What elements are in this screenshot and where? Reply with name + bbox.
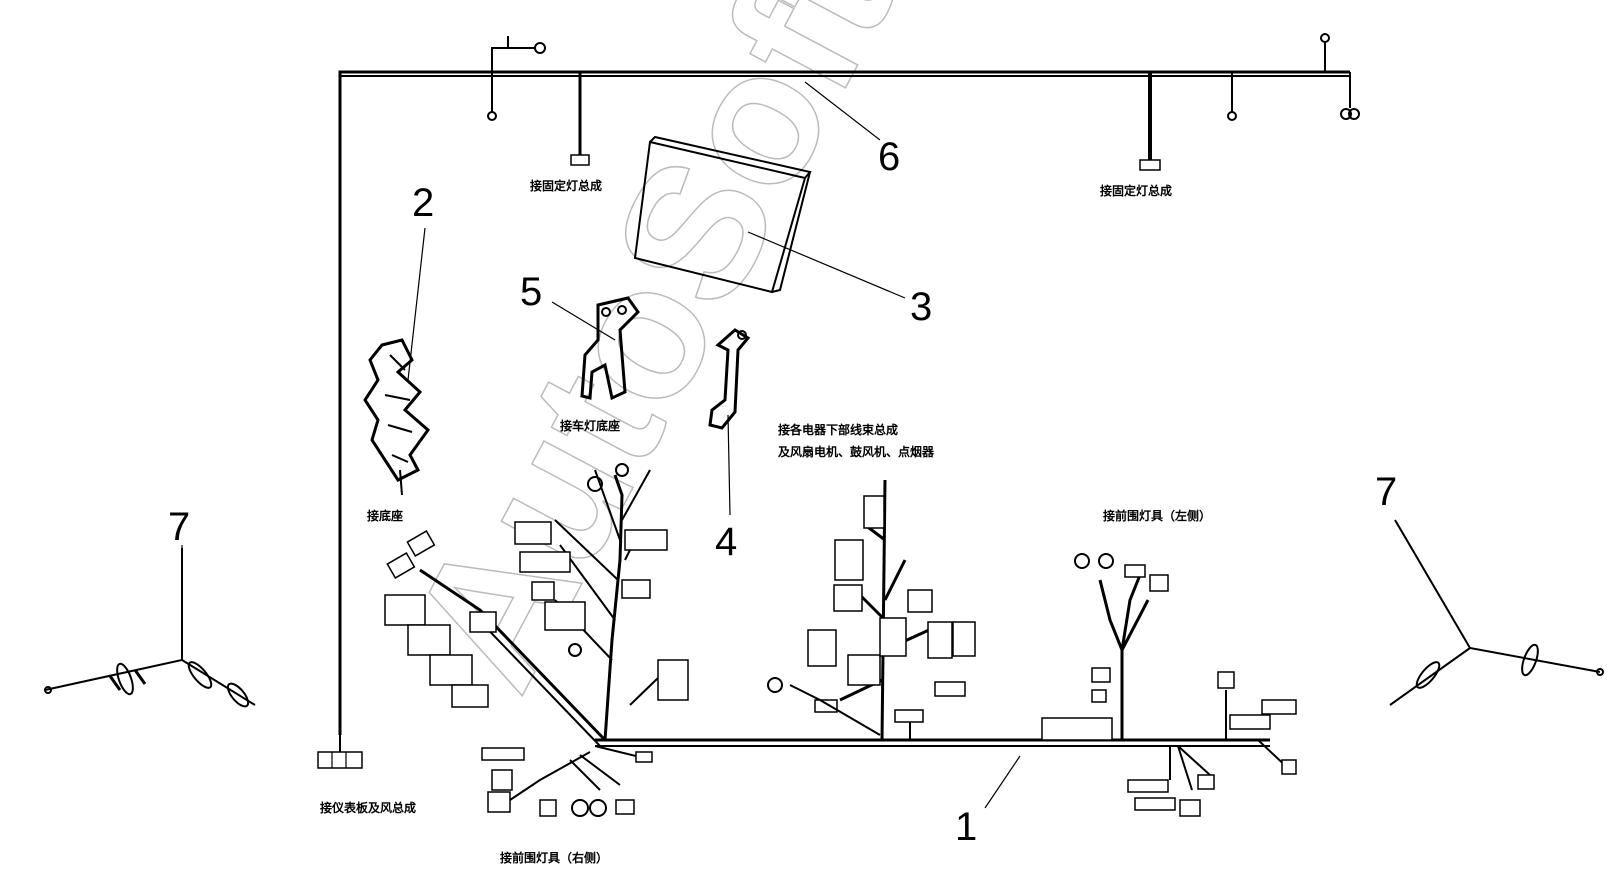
bracket-label: 接车灯底座 xyxy=(560,418,620,433)
bracket-part-2 xyxy=(363,338,431,496)
bracket-part-5 xyxy=(580,296,640,401)
bottom-left-connectors xyxy=(481,747,635,817)
callout-3: 3 xyxy=(910,285,932,329)
part2-label: 接底座 xyxy=(367,508,403,523)
bottom-left-label: 接仪表板及风总成 xyxy=(320,800,416,815)
lower-right-connectors xyxy=(1127,774,1215,817)
left-connector-stack xyxy=(384,530,497,708)
far-right-connectors xyxy=(1217,671,1297,775)
center-note-line1: 接各电器下部线束总成 xyxy=(778,422,898,437)
top-left-lamp-label: 接固定灯总成 xyxy=(530,178,602,193)
right-part-7 xyxy=(1389,519,1604,706)
top-right-lamp-label: 接固定灯总成 xyxy=(1100,183,1172,198)
main-harness-part-1: 接前围灯具（左侧） xyxy=(384,463,1297,817)
callout-2: 2 xyxy=(412,181,434,225)
callout-5: 5 xyxy=(520,270,542,314)
callout-1: 1 xyxy=(955,805,977,849)
top-harness-part-6 xyxy=(317,33,1360,769)
left-part-7 xyxy=(44,548,256,708)
center-tree-connectors xyxy=(767,495,976,723)
bracket-part-4 xyxy=(708,328,751,430)
center-left-connectors xyxy=(514,463,689,701)
callout-4: 4 xyxy=(715,520,737,564)
right-harness-connectors xyxy=(1041,553,1169,741)
callout-6: 6 xyxy=(878,135,900,179)
right-harness-label: 接前围灯具（左侧） xyxy=(1103,508,1211,523)
panel-part-3 xyxy=(633,135,812,294)
bottom-center-label: 接前围灯具（右侧） xyxy=(500,850,608,865)
callout-7-left: 7 xyxy=(168,505,190,549)
center-note-line2: 及风扇电机、鼓风机、点烟器 xyxy=(778,444,935,459)
callout-7-right: 7 xyxy=(1375,470,1397,514)
